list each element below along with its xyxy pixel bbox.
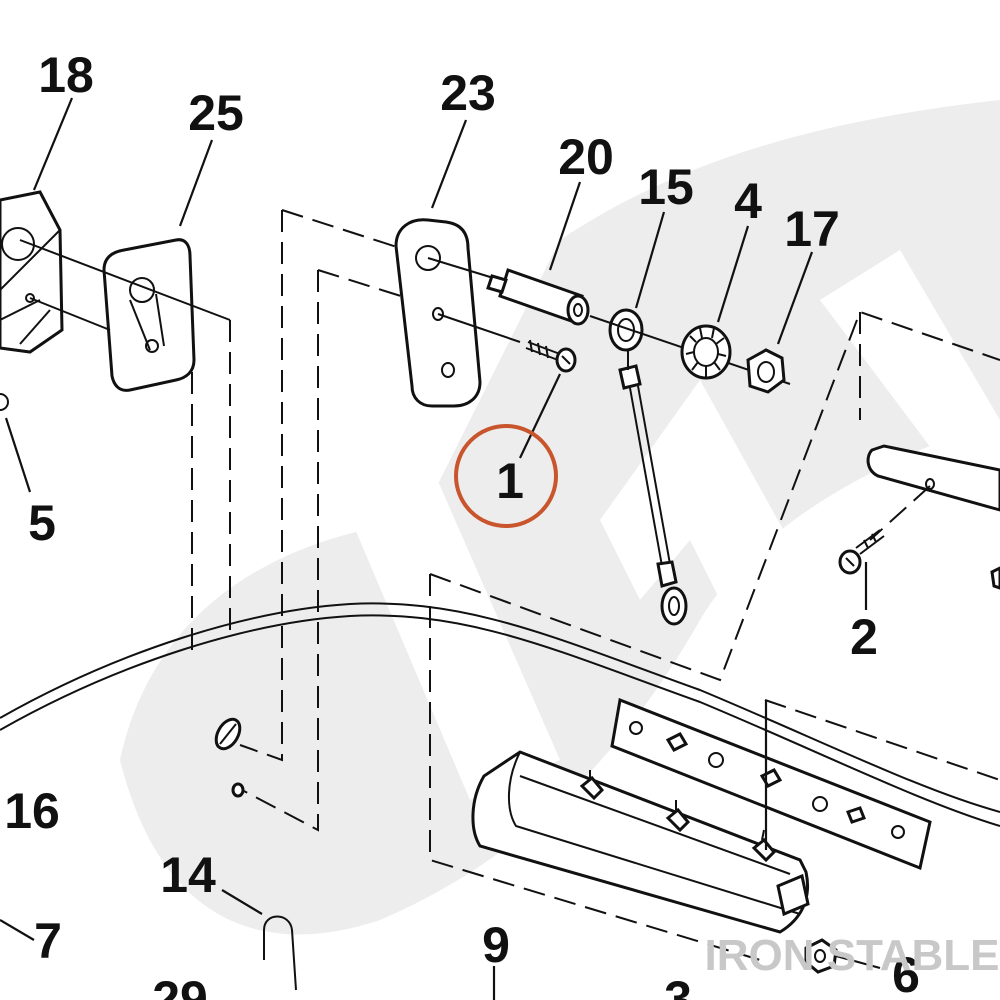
- callout-9: 9: [482, 917, 510, 973]
- highlight-circle: [454, 424, 558, 528]
- callout-20: 20: [558, 129, 614, 185]
- callout-5: 5: [28, 495, 56, 551]
- mounting-strip: [610, 697, 932, 871]
- part-25-pad: [102, 238, 196, 392]
- assembly-dashed-lines: [191, 209, 1000, 961]
- background-watermark-letters: [330, 250, 1000, 800]
- callout-29: 29: [152, 971, 208, 1000]
- right-edge-nut: [990, 566, 1000, 590]
- main-body-panel: [0, 602, 1000, 827]
- right-strap: [866, 444, 1000, 541]
- part-14-clip: [263, 915, 297, 991]
- part-1-screw: [525, 339, 577, 373]
- callout-2: 2: [850, 609, 878, 665]
- callout-7: 7: [34, 913, 62, 969]
- callout-16: 16: [4, 783, 60, 839]
- plate-guide-lines: [427, 257, 521, 343]
- part-15-ground-strap: [608, 308, 688, 626]
- callout-15: 15: [638, 159, 694, 215]
- part-6-nut: [804, 938, 838, 974]
- part-3-channel: [471, 750, 810, 934]
- callout-23: 23: [440, 65, 496, 121]
- part-18-bracket: [0, 190, 64, 354]
- callout-18: 18: [38, 47, 94, 103]
- part-20-standoff: [486, 268, 590, 326]
- callout-14: 14: [160, 847, 216, 903]
- brand-watermark: IRON STABLE: [705, 931, 1000, 980]
- grommets: [214, 717, 245, 798]
- part-4-lock-washer: [680, 324, 732, 380]
- callout-17: 17: [784, 201, 840, 257]
- part-23-plate: [394, 218, 482, 408]
- callout-25: 25: [188, 85, 244, 141]
- leader-lines: [0, 97, 881, 1000]
- pad-guide-lines: [19, 239, 231, 331]
- part-2-bolt: [838, 529, 885, 575]
- part-17-hex-nut: [746, 348, 786, 394]
- callout-3: 3: [664, 971, 692, 1000]
- callout-6: 6: [892, 947, 920, 1000]
- callout-numbers: 18 25 23 20 15 4 17 5 1 2 16 14 7 9 29 3…: [4, 47, 920, 1000]
- part-5-nut: [0, 393, 9, 411]
- callout-4: 4: [734, 173, 762, 229]
- callout-1: 1: [496, 453, 524, 509]
- background-watermark-shape: [120, 100, 1000, 935]
